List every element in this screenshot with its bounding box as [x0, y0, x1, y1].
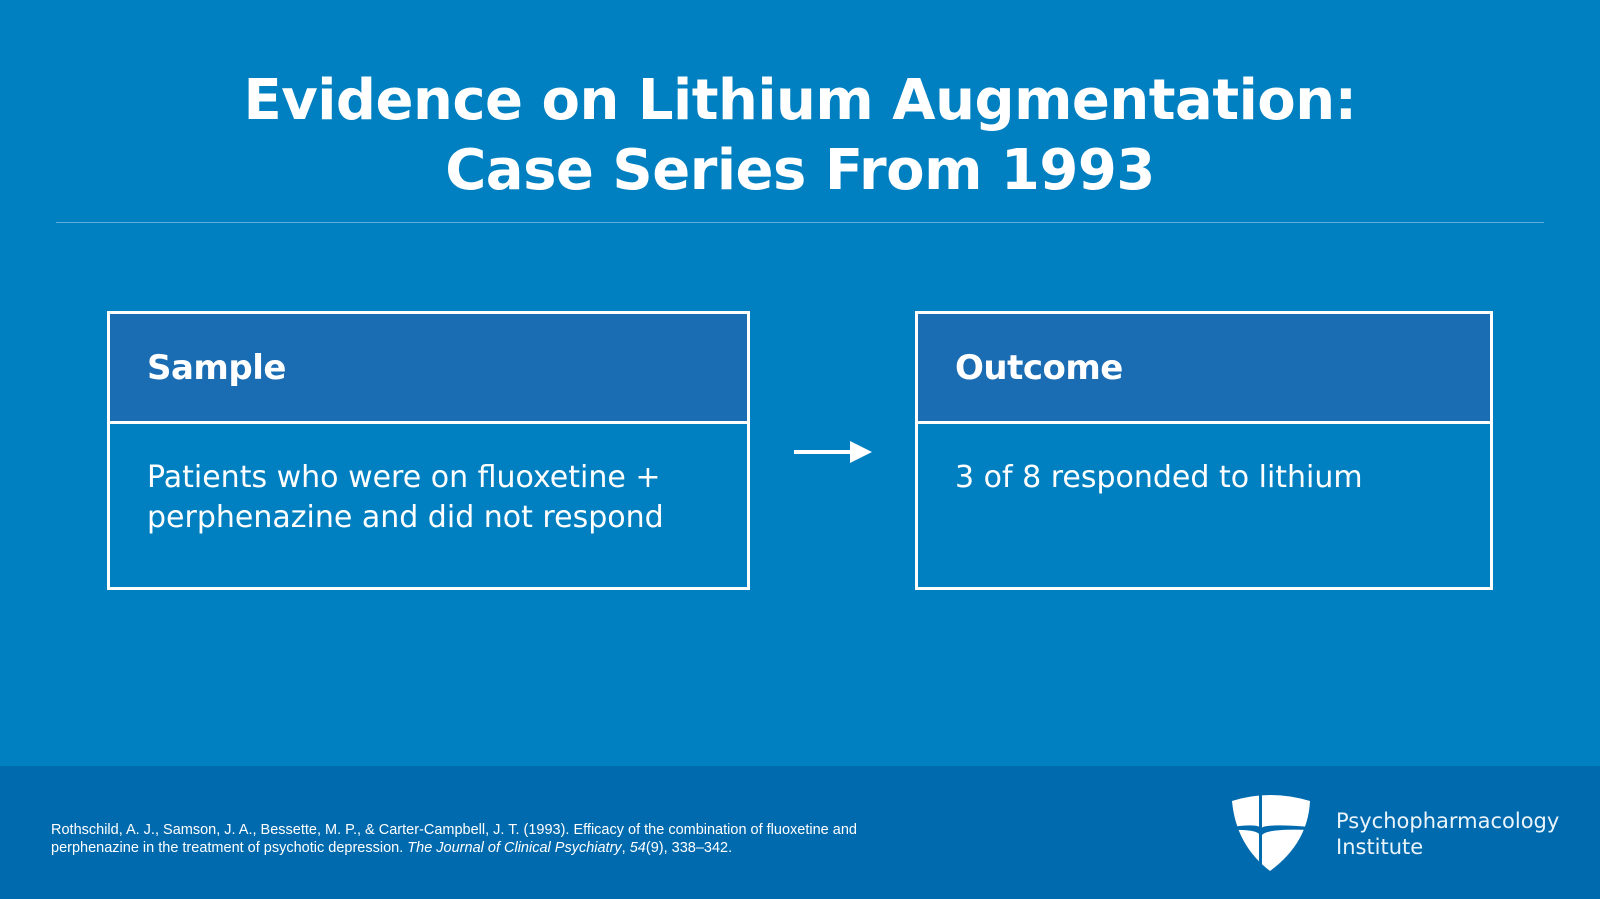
- outcome-heading: Outcome: [918, 314, 1490, 424]
- slide-title: Evidence on Lithium Augmentation: Case S…: [0, 66, 1600, 206]
- citation: Rothschild, A. J., Samson, J. A., Besset…: [51, 821, 891, 857]
- sample-box: Sample Patients who were on fluoxetine +…: [107, 311, 750, 590]
- citation-text: Rothschild, A. J., Samson, J. A., Besset…: [51, 822, 857, 856]
- brand-line-1: Psychopharmacology: [1336, 809, 1560, 833]
- brand-name: Psychopharmacology Institute: [1336, 808, 1586, 860]
- sample-body: Patients who were on fluoxetine + perphe…: [147, 460, 664, 535]
- title-line-1: Evidence on Lithium Augmentation:: [243, 68, 1357, 133]
- sample-heading: Sample: [110, 314, 747, 424]
- shield-logo-icon: [1232, 793, 1310, 871]
- citation-separator: ,: [621, 840, 630, 856]
- outcome-box: Outcome 3 of 8 responded to lithium: [915, 311, 1493, 590]
- outcome-body: 3 of 8 responded to lithium: [955, 460, 1363, 495]
- title-divider: [56, 222, 1544, 223]
- citation-journal: The Journal of Clinical Psychiatry: [407, 840, 622, 856]
- citation-volume: 54: [629, 840, 646, 856]
- title-line-2: Case Series From 1993: [445, 138, 1155, 203]
- arrow-right-icon: [794, 441, 872, 463]
- footer: Rothschild, A. J., Samson, J. A., Besset…: [0, 766, 1600, 899]
- citation-pages: (9), 338–342.: [645, 840, 733, 856]
- brand-line-2: Institute: [1336, 835, 1424, 859]
